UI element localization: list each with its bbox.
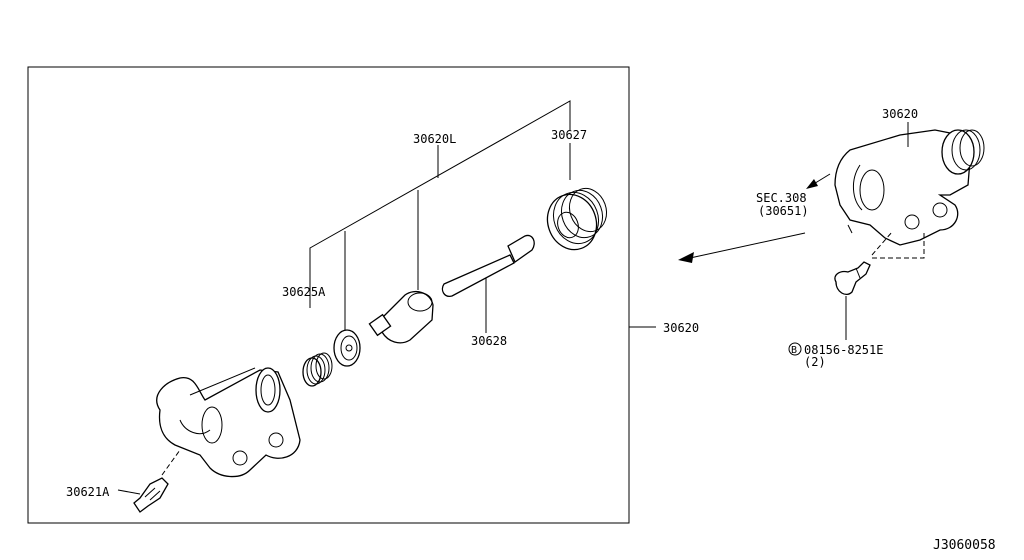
mounting-bolt xyxy=(834,231,925,340)
label-30621A: 30621A xyxy=(66,485,110,499)
assembly-box xyxy=(27,66,630,524)
bolt-marker-letter: B xyxy=(791,345,797,356)
kit-bracket-lines xyxy=(309,100,571,330)
label-30628: 30628 xyxy=(471,334,507,348)
label-bolt-qty: (2) xyxy=(804,355,826,369)
piston-cup xyxy=(333,329,361,367)
slave-cylinder-assembled xyxy=(834,122,985,246)
label-30627: 30627 xyxy=(551,128,587,142)
label-30620L: 30620L xyxy=(413,132,456,146)
label-30620-box: 30620 xyxy=(663,321,699,335)
slave-cylinder-body-left xyxy=(156,367,301,478)
label-sec-ref-2: (30651) xyxy=(758,204,809,218)
sec-ref-arrow xyxy=(806,173,831,189)
diagram-code: J3060058 xyxy=(933,538,996,553)
dust-boot xyxy=(546,187,608,251)
spring xyxy=(302,352,333,387)
push-rod xyxy=(441,234,535,333)
assembly-arrow xyxy=(678,232,806,263)
label-30620-assy: 30620 xyxy=(882,107,918,121)
label-sec-ref-1: SEC.308 xyxy=(756,191,807,205)
bolt-marker-b: B xyxy=(788,342,802,356)
bleeder-valve xyxy=(117,477,169,513)
piston xyxy=(368,291,434,344)
label-bolt-part: 08156-8251E xyxy=(804,343,883,357)
label-30625A: 30625A xyxy=(282,285,326,299)
